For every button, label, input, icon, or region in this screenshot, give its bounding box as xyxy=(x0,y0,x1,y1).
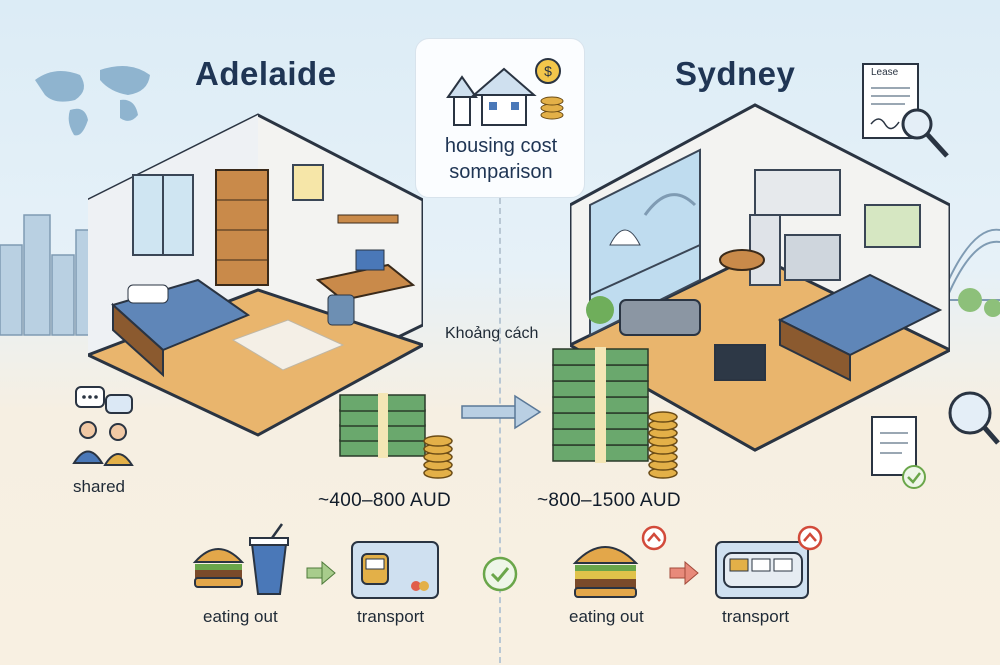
bookshelf xyxy=(215,169,269,286)
soda-cup-icon xyxy=(249,523,289,595)
kitchen-cabinets xyxy=(754,169,841,216)
sydney-eating-out-icons xyxy=(572,525,667,598)
price-up-icon xyxy=(797,525,823,551)
adelaide-money-stack xyxy=(339,393,453,479)
magnifier-icon xyxy=(948,391,1000,445)
train-icon xyxy=(361,553,389,585)
dollar-coin-icon: $ xyxy=(535,58,564,120)
check-circle-icon xyxy=(482,556,518,592)
tree-icon xyxy=(958,288,982,312)
adelaide-eating-out-icons xyxy=(192,523,289,595)
arrow-icon xyxy=(306,560,336,586)
tree-icon xyxy=(984,299,1000,317)
adelaide-price: ~400–800 AUD xyxy=(318,490,452,511)
arrow-icon xyxy=(669,560,699,586)
house-icon: $ xyxy=(446,58,564,126)
sydney-apartment-illustration xyxy=(570,103,950,452)
burger-icon xyxy=(192,548,245,588)
sydney-price: ~800–1500 AUD xyxy=(537,490,681,511)
city-title-sydney: Sydney xyxy=(675,55,796,92)
train-icon xyxy=(723,552,803,588)
sydney-transport-label: transport xyxy=(722,607,790,626)
people-icon xyxy=(72,421,134,466)
arrow-icon xyxy=(461,394,542,430)
sydney-money-stack xyxy=(552,347,678,479)
price-up-icon xyxy=(641,525,667,551)
left-skyline xyxy=(0,214,97,336)
lease-label: Lease xyxy=(871,67,899,78)
city-title-adelaide: Adelaide xyxy=(195,55,337,92)
adelaide-transport-label: transport xyxy=(357,607,425,626)
burger-icon xyxy=(572,546,639,598)
document-check-group xyxy=(871,391,1000,489)
dollar-coin-icon xyxy=(648,411,678,479)
harbour-window xyxy=(589,148,701,337)
center-title-line2: somparison xyxy=(449,161,553,183)
adelaide-room-illustration xyxy=(88,113,423,437)
magnifier-icon xyxy=(901,108,949,158)
world-map-icon xyxy=(35,66,150,136)
shared-people-group xyxy=(72,386,134,466)
comparison-card: $ housing cost somparison xyxy=(415,38,585,198)
sydney-transport-card-icon xyxy=(715,525,823,599)
checklist-document-icon xyxy=(871,416,926,489)
distance-label: Khoảng cách xyxy=(445,325,539,342)
center-title-line1: housing cost xyxy=(444,135,558,157)
svg-text:$: $ xyxy=(544,63,552,79)
sofa xyxy=(619,299,701,336)
tv xyxy=(714,344,766,381)
transport-card-icon xyxy=(351,541,439,599)
adelaide-eating-out-label: eating out xyxy=(203,607,278,626)
plant xyxy=(586,296,614,324)
lease-document-icon xyxy=(862,63,949,158)
sydney-eating-out-label: eating out xyxy=(569,607,644,626)
shared-label: shared xyxy=(73,477,125,496)
center-divider xyxy=(499,198,501,663)
dollar-coin-icon xyxy=(423,435,453,479)
chat-bubbles-icon xyxy=(75,386,133,414)
